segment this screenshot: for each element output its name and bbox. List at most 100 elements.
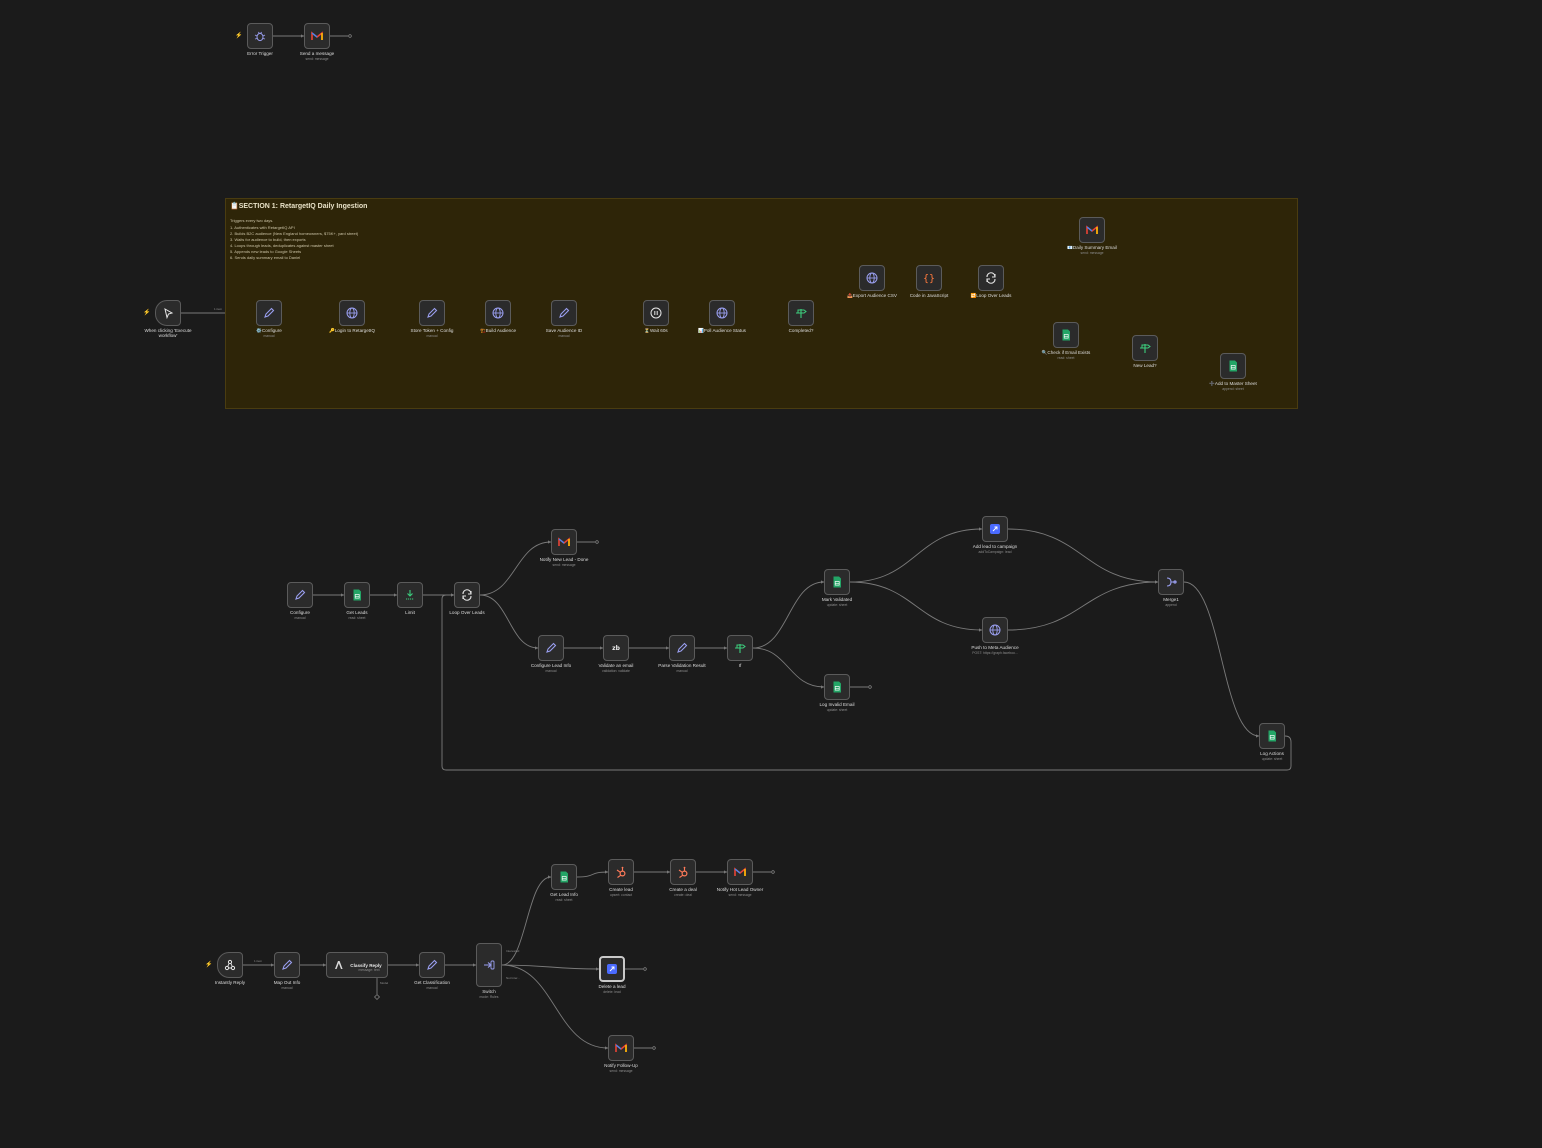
node-label: If xyxy=(738,663,742,668)
node-log-invalid[interactable] xyxy=(824,674,850,700)
node-delete-lead[interactable] xyxy=(599,956,625,982)
pencil-icon xyxy=(425,958,439,972)
node-validate-email[interactable]: zb xyxy=(603,635,629,661)
node-new-lead-if[interactable] xyxy=(1132,335,1158,361)
connection-line xyxy=(1007,528,1159,583)
node-log-actions[interactable] xyxy=(1259,723,1285,749)
node-wait-60s[interactable] xyxy=(643,300,669,326)
limit-icon xyxy=(403,588,417,602)
node-label: Get Classification xyxy=(414,980,450,985)
output-handle[interactable] xyxy=(643,967,647,971)
sheets-icon xyxy=(557,870,571,884)
node-check-email[interactable] xyxy=(1053,322,1079,348)
node-label: Create lead xyxy=(609,887,633,892)
connection-line xyxy=(501,876,552,966)
node-daily-summary[interactable] xyxy=(1079,217,1105,243)
node-label: Delete a lead xyxy=(598,984,626,989)
node-completed-if[interactable] xyxy=(788,300,814,326)
output-handle[interactable] xyxy=(652,1046,656,1050)
node-label: Notify Follow-Up xyxy=(604,1063,638,1068)
node-subtitle: append xyxy=(1165,603,1177,607)
node-subtitle: send: message xyxy=(552,563,576,567)
merge-icon xyxy=(1164,575,1178,589)
loop-icon xyxy=(460,588,474,602)
sheets-icon xyxy=(350,588,364,602)
node-limit[interactable] xyxy=(397,582,423,608)
node-label: Push to Meta Audience xyxy=(971,645,1019,650)
node-save-audience-id[interactable] xyxy=(551,300,577,326)
node-label: Get Leads xyxy=(346,610,368,615)
node-add-campaign[interactable] xyxy=(982,516,1008,542)
node-configure-2[interactable] xyxy=(287,582,313,608)
gmail-icon xyxy=(557,535,571,549)
node-parse-validation[interactable] xyxy=(669,635,695,661)
edge-item-count: 1 item xyxy=(214,307,223,311)
node-instantly-reply[interactable] xyxy=(217,952,243,978)
node-classify-reply[interactable]: Classify Reply xyxy=(326,952,388,978)
bug-icon xyxy=(253,29,267,43)
node-subtitle: manual xyxy=(426,334,438,338)
node-subtitle: manual xyxy=(545,669,557,673)
node-login-retargetiq[interactable] xyxy=(339,300,365,326)
node-subtitle: send: message xyxy=(305,57,329,61)
node-label: ⏳Wait 60s xyxy=(644,328,668,333)
node-notify-new-lead[interactable] xyxy=(551,529,577,555)
node-label: Configure xyxy=(290,610,310,615)
node-loop-leads-1[interactable] xyxy=(978,265,1004,291)
node-add-master[interactable] xyxy=(1220,353,1246,379)
node-store-token[interactable] xyxy=(419,300,445,326)
node-error-trigger[interactable] xyxy=(247,23,273,49)
node-switch[interactable] xyxy=(476,943,502,987)
output-handle[interactable] xyxy=(771,870,775,874)
node-send-message-err[interactable] xyxy=(304,23,330,49)
node-subtitle: manual xyxy=(294,616,306,620)
node-get-classification[interactable] xyxy=(419,952,445,978)
node-label: Notify New Lead - Done xyxy=(539,557,589,562)
sticky-step: 5. Appends new leads to Google Sheets xyxy=(230,249,302,255)
node-code-js[interactable]: {} xyxy=(916,265,942,291)
node-get-lead-info[interactable] xyxy=(551,864,577,890)
node-label: Limit xyxy=(405,610,415,615)
node-notify-follow-up[interactable] xyxy=(608,1035,634,1061)
node-if-node[interactable] xyxy=(727,635,753,661)
output-handle[interactable] xyxy=(595,540,599,544)
sticky-note[interactable]: 📋SECTION 1: RetargetIQ Daily Ingestion T… xyxy=(225,198,1298,409)
node-subtitle: update: sheet xyxy=(1261,757,1283,761)
pause-icon xyxy=(649,306,663,320)
node-label: Log Invalid Email xyxy=(819,702,855,707)
node-create-lead[interactable] xyxy=(608,859,634,885)
node-configure-lead-info[interactable] xyxy=(538,635,564,661)
node-configure-1[interactable] xyxy=(256,300,282,326)
hubspot-icon xyxy=(614,865,628,879)
node-subtitle: read: sheet xyxy=(1057,356,1075,360)
globe-icon xyxy=(345,306,359,320)
output-handle[interactable] xyxy=(868,685,872,689)
node-get-leads[interactable] xyxy=(344,582,370,608)
connection-line xyxy=(576,871,609,878)
node-notify-hot-lead[interactable] xyxy=(727,859,753,885)
sticky-title: 📋SECTION 1: RetargetIQ Daily Ingestion xyxy=(230,203,368,210)
node-build-audience[interactable] xyxy=(485,300,511,326)
node-poll-audience[interactable] xyxy=(709,300,735,326)
node-push-meta[interactable] xyxy=(982,617,1008,643)
node-map-out-info[interactable] xyxy=(274,952,300,978)
node-create-deal[interactable] xyxy=(670,859,696,885)
node-subtitle: message: text xyxy=(358,968,380,972)
pencil-icon xyxy=(675,641,689,655)
if-icon xyxy=(1138,341,1152,355)
node-subtitle: read: sheet xyxy=(348,616,366,620)
node-mark-validated[interactable] xyxy=(824,569,850,595)
node-export-csv[interactable] xyxy=(859,265,885,291)
output-handle[interactable] xyxy=(348,34,352,38)
hubspot-icon xyxy=(676,865,690,879)
node-merge[interactable] xyxy=(1158,569,1184,595)
node-subtitle: update: sheet xyxy=(826,708,848,712)
node-label: When clicking 'Execute workflow' xyxy=(144,328,192,339)
node-label: ⚙️Configure xyxy=(256,328,282,333)
model-port[interactable] xyxy=(374,994,380,1000)
node-subtitle: manual xyxy=(426,986,438,990)
node-label: Validate an email xyxy=(598,663,634,668)
node-loop-leads-2[interactable] xyxy=(454,582,480,608)
node-manual-trigger[interactable] xyxy=(155,300,181,326)
